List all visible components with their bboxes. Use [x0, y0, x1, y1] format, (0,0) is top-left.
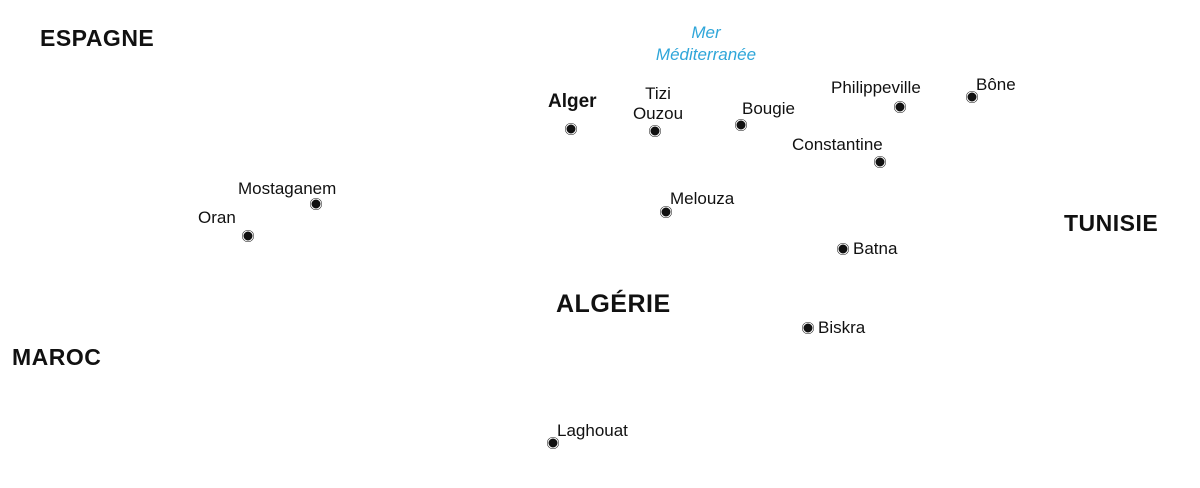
sea-label-line2: Méditerranée	[655, 45, 757, 64]
city-marker-bone	[966, 91, 978, 103]
city-label-batna: Batna	[853, 239, 898, 258]
country-label-maroc: MAROC	[12, 344, 102, 370]
sea-label-line1: Mer	[691, 23, 721, 42]
country-label-espagne: ESPAGNE	[40, 25, 155, 51]
city-label-biskra: Biskra	[818, 318, 866, 337]
city-marker-tizi-ouzou	[649, 125, 661, 137]
city-marker-laghouat	[547, 437, 559, 449]
country-label-algerie: ALGÉRIE	[556, 290, 671, 318]
city-marker-philippeville	[894, 101, 906, 113]
city-marker-mostaganem	[310, 198, 322, 210]
city-marker-batna	[837, 243, 849, 255]
city-label-constantine: Constantine	[792, 135, 883, 154]
country-label-tunisie: TUNISIE	[1064, 210, 1159, 236]
city-label-oran: Oran	[198, 208, 236, 227]
city-label-bone: Bône	[976, 75, 1016, 94]
city-marker-oran	[242, 230, 254, 242]
city-marker-bougie	[735, 119, 747, 131]
city-label-tizi-ouzou-line1: Tizi	[645, 84, 671, 103]
city-label-tizi-ouzou-line2: Ouzou	[632, 104, 684, 123]
city-marker-biskra	[802, 322, 814, 334]
sea-label: Mer Méditerranée	[650, 22, 762, 66]
city-marker-constantine	[874, 156, 886, 168]
city-label-alger: Alger	[548, 91, 597, 112]
city-label-mostaganem: Mostaganem	[238, 179, 337, 198]
city-label-philippeville: Philippeville	[831, 78, 921, 97]
city-label-bougie: Bougie	[742, 99, 795, 118]
city-marker-alger	[565, 123, 577, 135]
city-marker-melouza	[660, 206, 672, 218]
city-label-tizi-ouzou: Tizi Ouzou	[626, 84, 690, 124]
city-label-melouza: Melouza	[670, 189, 735, 208]
city-label-laghouat: Laghouat	[557, 421, 628, 440]
